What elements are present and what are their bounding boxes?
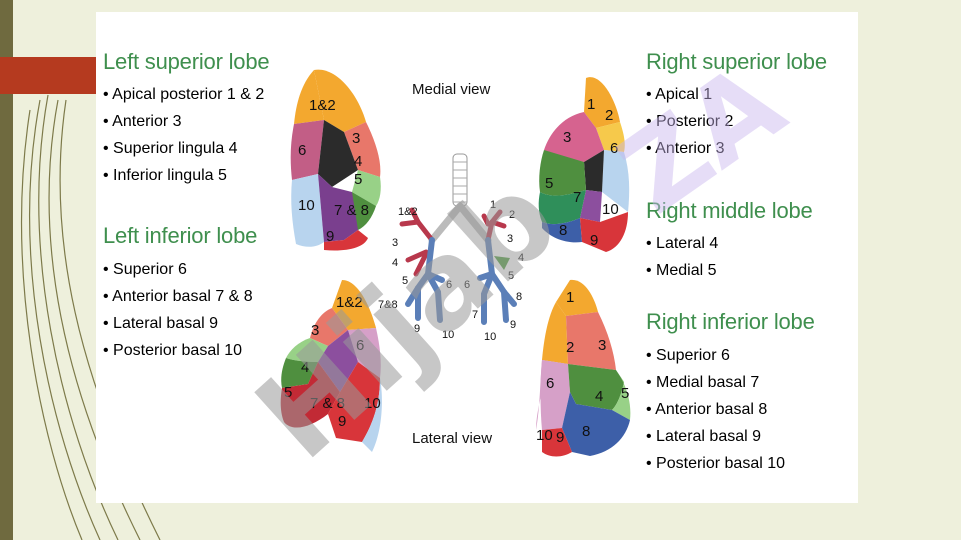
left-superior-item-1: Apical posterior 1 & 2 xyxy=(103,81,264,108)
svg-text:3: 3 xyxy=(311,322,319,339)
svg-text:10: 10 xyxy=(484,331,496,343)
right-inferior-item-5: Posterior basal 10 xyxy=(646,450,785,477)
bronchial-tree xyxy=(399,153,517,325)
left-lung-medial xyxy=(290,69,381,251)
svg-text:9: 9 xyxy=(510,319,516,331)
right-superior-item-3: Anterior 3 xyxy=(646,135,724,162)
svg-text:3: 3 xyxy=(598,337,606,354)
right-middle-item-1: Lateral 4 xyxy=(646,230,718,257)
left-superior-item-4: Inferior lingula 5 xyxy=(103,162,227,189)
svg-text:1&2: 1&2 xyxy=(336,294,363,311)
svg-text:4: 4 xyxy=(392,257,398,269)
svg-text:2: 2 xyxy=(605,107,613,124)
svg-text:3: 3 xyxy=(392,237,398,249)
svg-text:9: 9 xyxy=(556,429,564,446)
svg-text:7: 7 xyxy=(472,309,478,321)
left-inferior-lobe-title: Left inferior lobe xyxy=(103,223,258,248)
svg-text:5: 5 xyxy=(621,385,629,402)
right-superior-item-1: Apical 1 xyxy=(646,81,712,108)
svg-text:5: 5 xyxy=(508,270,514,282)
left-accent-strip xyxy=(0,0,13,540)
svg-text:5: 5 xyxy=(402,275,408,287)
right-inferior-item-2: Medial basal 7 xyxy=(646,369,759,396)
svg-text:3: 3 xyxy=(507,233,513,245)
left-superior-lobe-title: Left superior lobe xyxy=(103,49,270,74)
svg-text:5: 5 xyxy=(354,171,362,188)
svg-text:8: 8 xyxy=(516,291,522,303)
svg-text:8: 8 xyxy=(582,423,590,440)
svg-text:6: 6 xyxy=(356,337,364,354)
svg-text:10: 10 xyxy=(442,329,454,341)
svg-text:5: 5 xyxy=(545,175,553,192)
svg-text:10: 10 xyxy=(536,427,553,444)
svg-text:10: 10 xyxy=(364,395,381,412)
svg-text:6: 6 xyxy=(464,279,470,291)
right-superior-lobe-title: Right superior lobe xyxy=(646,49,827,74)
lateral-view-label: Lateral view xyxy=(412,430,493,447)
svg-text:6: 6 xyxy=(546,375,554,392)
lung-diagrams: 1&2 3 6 4 5 10 7 & 8 9 1 2 3 6 5 7 10 8 … xyxy=(280,69,631,457)
svg-text:4: 4 xyxy=(595,388,603,405)
left-inferior-item-2: Anterior basal 7 & 8 xyxy=(103,283,253,310)
svg-text:7 & 8: 7 & 8 xyxy=(310,395,345,412)
right-inferior-item-1: Superior 6 xyxy=(646,342,730,369)
right-lung-medial xyxy=(538,77,630,252)
svg-text:3: 3 xyxy=(563,129,571,146)
svg-text:9: 9 xyxy=(590,232,598,249)
svg-text:9: 9 xyxy=(338,413,346,430)
svg-text:6: 6 xyxy=(446,279,452,291)
svg-text:8: 8 xyxy=(559,222,567,239)
svg-text:5: 5 xyxy=(284,384,292,401)
medial-view-label: Medial view xyxy=(412,81,491,98)
left-superior-item-2: Anterior 3 xyxy=(103,108,181,135)
red-accent-bar xyxy=(0,57,96,94)
svg-text:6: 6 xyxy=(610,140,618,157)
lung-segments-figure: 1&2 3 6 4 5 10 7 & 8 9 1 2 3 6 5 7 10 8 … xyxy=(96,12,858,503)
svg-text:2: 2 xyxy=(566,339,574,356)
svg-text:7 & 8: 7 & 8 xyxy=(334,202,369,219)
svg-text:4: 4 xyxy=(301,359,309,376)
right-inferior-item-3: Anterior basal 8 xyxy=(646,396,767,423)
svg-text:1: 1 xyxy=(566,289,574,306)
svg-text:1: 1 xyxy=(587,96,595,113)
svg-text:2: 2 xyxy=(509,209,515,221)
svg-text:9: 9 xyxy=(414,323,420,335)
left-lung-lateral xyxy=(280,280,382,452)
svg-text:10: 10 xyxy=(602,201,619,218)
svg-text:4: 4 xyxy=(518,252,524,264)
right-inferior-item-4: Lateral basal 9 xyxy=(646,423,761,450)
left-inferior-item-4: Posterior basal 10 xyxy=(103,337,242,364)
left-inferior-item-3: Lateral basal 9 xyxy=(103,310,218,337)
right-lung-lateral xyxy=(536,279,631,457)
svg-text:3: 3 xyxy=(352,130,360,147)
svg-text:1: 1 xyxy=(490,199,496,211)
svg-text:1&2: 1&2 xyxy=(398,206,418,218)
svg-text:7&8: 7&8 xyxy=(378,299,398,311)
right-inferior-lobe-title: Right inferior lobe xyxy=(646,309,815,334)
svg-text:7: 7 xyxy=(573,189,581,206)
right-middle-lobe-title: Right middle lobe xyxy=(646,198,813,223)
svg-text:6: 6 xyxy=(298,142,306,159)
svg-text:9: 9 xyxy=(326,228,334,245)
right-superior-item-2: Posterior 2 xyxy=(646,108,733,135)
right-middle-item-2: Medial 5 xyxy=(646,257,716,284)
svg-text:10: 10 xyxy=(298,197,315,214)
left-superior-item-3: Superior lingula 4 xyxy=(103,135,238,162)
left-inferior-item-1: Superior 6 xyxy=(103,256,187,283)
svg-text:1&2: 1&2 xyxy=(309,97,336,114)
svg-text:4: 4 xyxy=(354,153,362,170)
